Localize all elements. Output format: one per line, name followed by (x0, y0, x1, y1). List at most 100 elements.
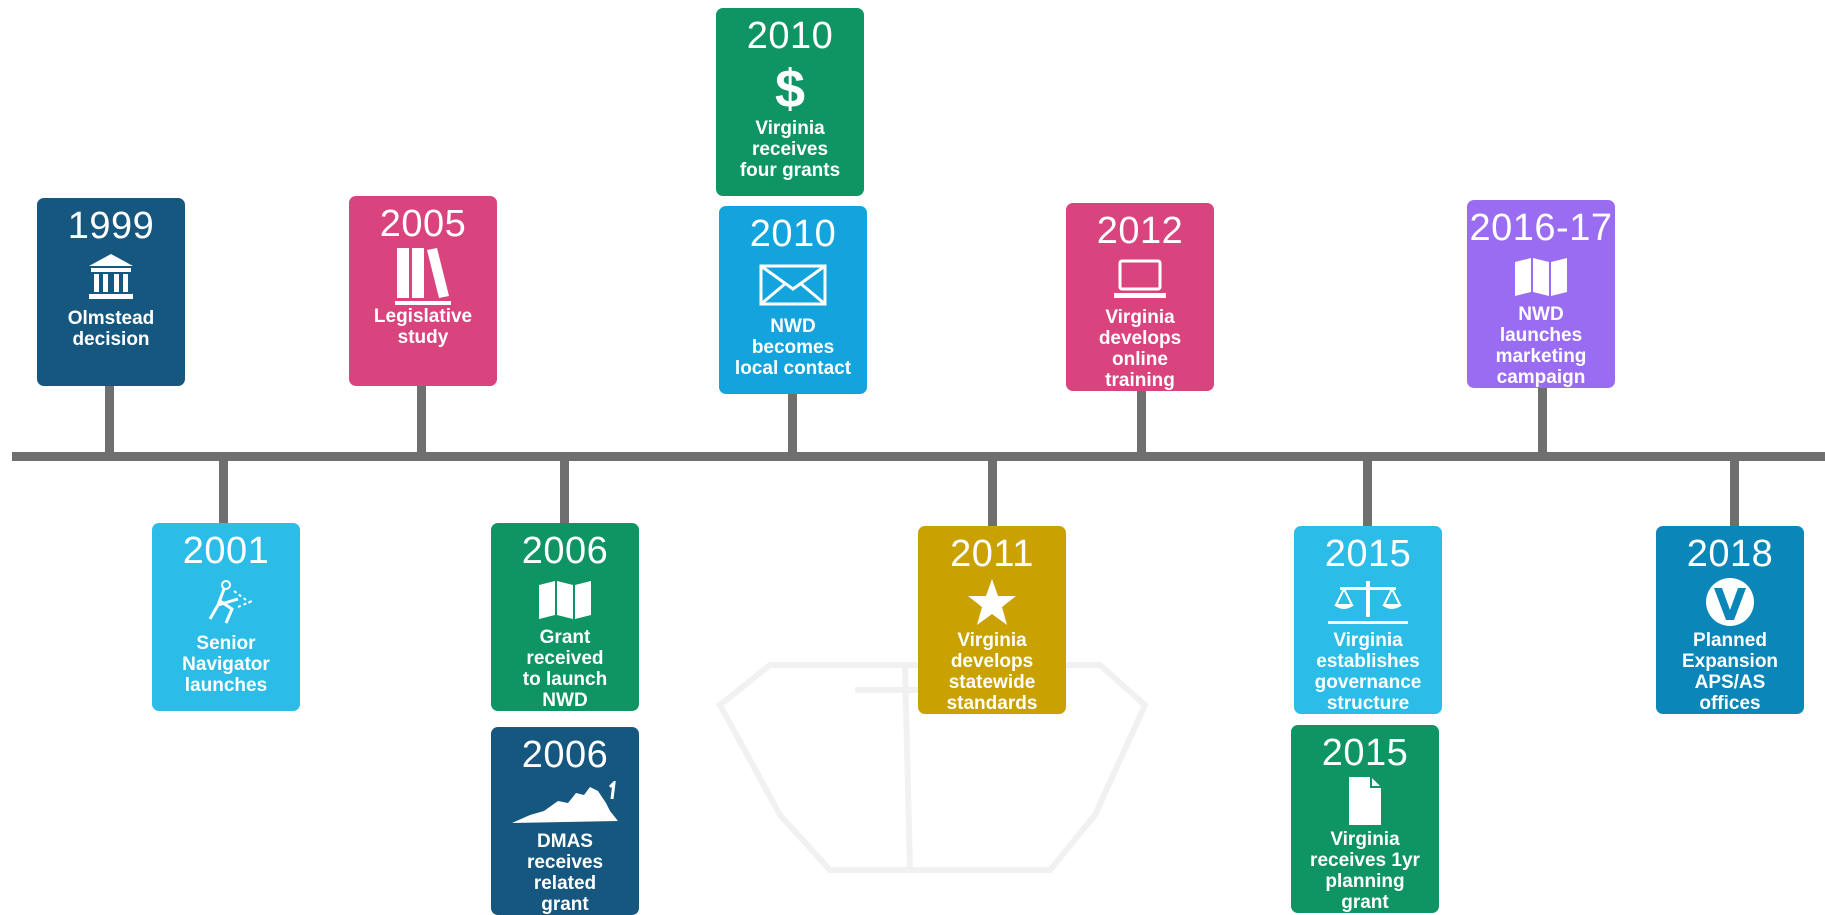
map-icon (1513, 248, 1569, 304)
event-year: 1999 (67, 205, 155, 247)
event-label-line: decision (72, 329, 150, 350)
event-year: 2015 (1321, 732, 1409, 774)
event-label-line: campaign (1496, 367, 1586, 388)
event-label-line: launches (184, 675, 268, 696)
svg-text:$: $ (775, 59, 805, 115)
event-label-line: governance (1314, 672, 1422, 693)
event-year: 2012 (1096, 210, 1184, 252)
event-label-line: offices (1699, 693, 1761, 714)
event-label-line: Virginia (957, 630, 1027, 651)
event-label-line: grant (541, 894, 589, 915)
event-label-line: Expansion (1681, 651, 1779, 672)
connector-2015a (1363, 456, 1372, 526)
connector-2016-17 (1538, 388, 1547, 456)
event-label-line: Virginia (1333, 630, 1403, 651)
event-year: 2006 (521, 734, 609, 776)
connector-2010b (788, 394, 797, 456)
event-label-line: four grants (739, 160, 841, 181)
connector-2006a (560, 456, 569, 524)
event-year: 2018 (1686, 533, 1774, 575)
event-label-line: online (1112, 349, 1168, 370)
event-label-line: to launch (522, 669, 608, 690)
event-label-line: receives 1yr (1310, 850, 1420, 871)
event-year: 2005 (379, 203, 467, 245)
v-logo-icon (1704, 574, 1756, 630)
event-label-line: DMAS (537, 831, 593, 852)
connector-2005 (417, 386, 426, 456)
event-label-line: NWD (542, 690, 588, 711)
event-label-line: APS/AS (1694, 672, 1766, 693)
document-icon (1345, 773, 1385, 829)
connector-2011 (988, 456, 997, 526)
event-label-line: grant (1341, 892, 1389, 913)
event-label-line: becomes (751, 337, 835, 358)
event-label-line: planning (1325, 871, 1405, 892)
books-icon (393, 244, 453, 306)
event-label-line: Grant (539, 627, 591, 648)
scales-icon (1326, 574, 1410, 630)
event-label-line: launches (1499, 325, 1583, 346)
event-label-line: Virginia (1330, 829, 1400, 850)
event-label-line: Legislative (373, 306, 473, 327)
laptop-icon (1112, 251, 1168, 307)
event-year: 2001 (182, 530, 270, 572)
connector-2012 (1137, 391, 1146, 456)
event-label-line: statewide (948, 672, 1036, 693)
event-label-line: NWD (770, 316, 816, 337)
event-label-line: Navigator (182, 654, 270, 675)
event-year: 2006 (521, 530, 609, 572)
virginia-icon (510, 775, 620, 831)
event-year: 2015 (1324, 533, 1412, 575)
event-label-line: Virginia (1105, 307, 1175, 328)
navigator-icon (198, 571, 254, 633)
event-year: 2010 (749, 213, 837, 255)
event-label-line: training (1105, 370, 1175, 391)
envelope-icon (758, 254, 828, 316)
event-label-line: establishes (1316, 651, 1420, 672)
event-label-line: marketing (1495, 346, 1587, 367)
event-label-line: develops (950, 651, 1034, 672)
connector-1999 (105, 386, 114, 456)
event-label-line: develops (1098, 328, 1182, 349)
map-icon (537, 571, 593, 627)
dollar-icon: $ (768, 56, 812, 118)
connector-2001 (219, 456, 228, 524)
event-year: 2016-17 (1469, 207, 1613, 249)
event-label-line: NWD (1518, 304, 1564, 325)
event-label-line: standards (946, 693, 1038, 714)
star-icon (966, 574, 1018, 630)
event-label-line: receives (751, 139, 829, 160)
building-icon (85, 246, 137, 308)
event-label-line: study (397, 327, 449, 348)
event-year: 2011 (950, 533, 1034, 575)
event-label-line: Senior (196, 633, 256, 654)
connector-2018 (1730, 456, 1739, 526)
event-label-line: Planned (1693, 630, 1767, 651)
event-label-line: Olmstead (67, 308, 155, 329)
event-label-line: local contact (734, 358, 852, 379)
event-label-line: structure (1326, 693, 1410, 714)
event-label-line: Virginia (755, 118, 825, 139)
event-label-line: received (526, 648, 604, 669)
event-label-line: related (533, 873, 597, 894)
